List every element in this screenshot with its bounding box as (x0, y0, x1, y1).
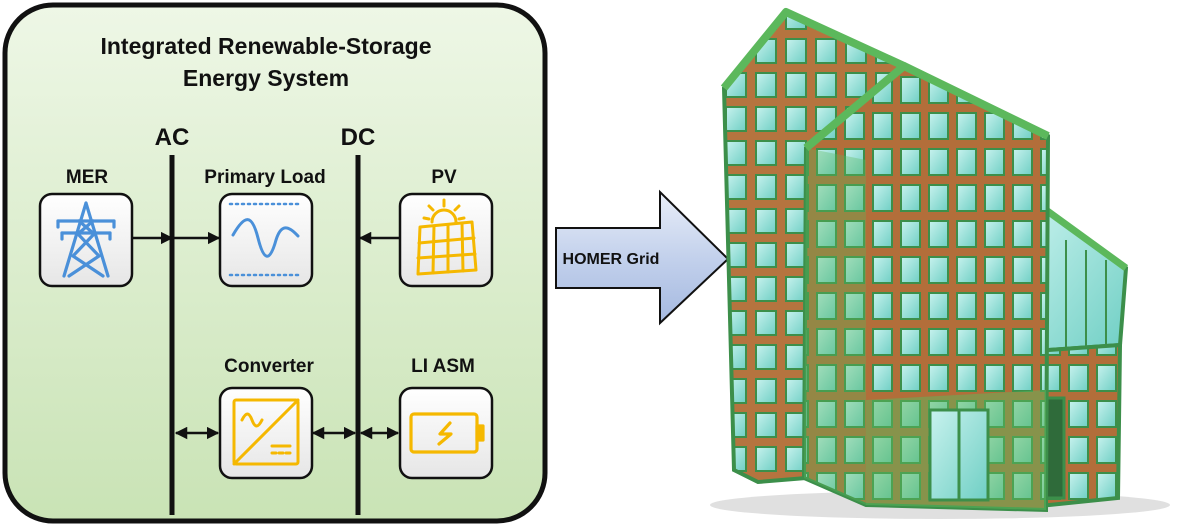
converter-label: Converter (224, 356, 314, 377)
battery-icon (409, 412, 485, 454)
solar-panel-icon (416, 198, 478, 276)
primary-load-label: Primary Load (204, 167, 325, 188)
system-title-line1: Integrated Renewable-Storage (100, 33, 431, 59)
pv-tile (398, 192, 494, 288)
ac-dc-converter-icon (232, 398, 300, 466)
primary-load-tile (218, 192, 314, 288)
homer-grid-label: HOMER Grid (563, 251, 660, 268)
office-building-icon (710, 8, 1170, 519)
li-asm-label: LI ASM (411, 356, 475, 377)
load-curve-icon (228, 202, 304, 277)
homer-grid-arrow (555, 189, 730, 326)
li-asm-tile (398, 386, 494, 480)
pv-label: PV (431, 167, 457, 188)
transmission-tower-icon (56, 201, 116, 278)
dc-bus-label: DC (341, 124, 376, 151)
converter-tile (218, 386, 314, 480)
mer-label: MER (66, 167, 109, 188)
connection-lines (132, 231, 400, 440)
ac-bus-label: AC (155, 124, 190, 151)
system-title-line2: Energy System (183, 65, 349, 91)
mer-tile (38, 192, 134, 288)
